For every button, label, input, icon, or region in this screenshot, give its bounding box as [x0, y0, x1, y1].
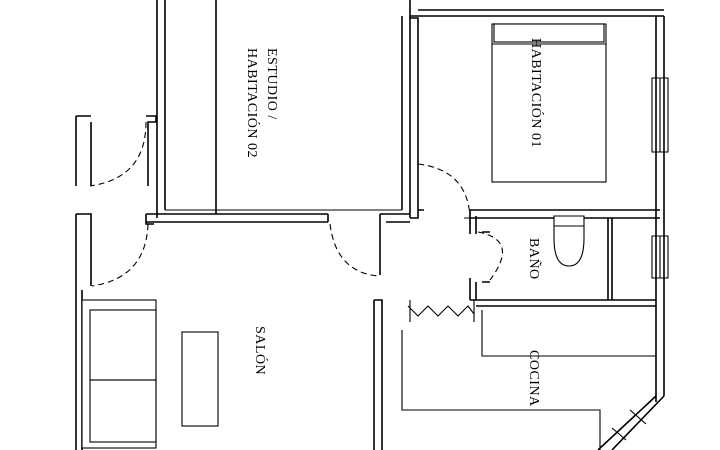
radiator-bracket	[409, 300, 475, 322]
room-labels: ESTUDIO / HABITACIÓN 02 HABITACIÓN 01 BA…	[244, 38, 545, 407]
kitchen-window-diag-inner	[611, 409, 647, 441]
bano-shower-divider	[607, 218, 613, 300]
furniture	[81, 23, 607, 449]
sofa	[81, 299, 157, 449]
kitchen-counter-bottom	[401, 330, 601, 450]
hab01-bottom-wall	[418, 209, 660, 219]
label-estudio-line1: ESTUDIO /	[264, 48, 279, 120]
left-wall-mid	[75, 214, 92, 286]
door-swing-hab01	[417, 163, 471, 219]
sofa-cushion-bottom	[89, 379, 157, 443]
bano-bottom-wall	[470, 299, 656, 307]
right-outer-wall	[655, 16, 665, 402]
left-wall-upper	[75, 115, 92, 186]
door-swing-estudio	[329, 223, 379, 277]
hab01-top-wall	[409, 0, 664, 17]
label-salon: SALÓN	[252, 326, 269, 375]
window-right-1	[651, 77, 669, 153]
walls	[75, 0, 669, 450]
corridor-wall-right	[379, 213, 410, 275]
kitchen-window-diag	[597, 395, 665, 450]
entry-jamb-bottom	[145, 214, 154, 225]
door-swing-bano	[477, 231, 503, 281]
bed-pillow	[493, 23, 605, 43]
small-post	[76, 213, 92, 224]
bano-left-wall	[469, 210, 477, 300]
kitchen-counter-wall	[373, 299, 383, 450]
bano-inner	[482, 231, 490, 283]
doors	[89, 121, 503, 287]
toilet-icon	[553, 215, 585, 267]
radiator-icon	[407, 305, 475, 317]
hab01-left-wall	[410, 17, 419, 219]
label-cocina: COCINA	[526, 350, 541, 407]
bed	[491, 23, 607, 183]
door-swing-entry-top	[89, 121, 147, 187]
kitchen-counter-top	[481, 310, 656, 357]
estudio-right-wall	[401, 16, 411, 218]
door-hab01-leaf	[464, 217, 471, 226]
label-habitacion01: HABITACIÓN 01	[528, 38, 545, 148]
label-estudio-line2: HABITACIÓN 02	[244, 48, 261, 158]
coffee-table	[181, 331, 219, 427]
estudio-left-wall	[156, 0, 166, 218]
door-swing-entry-bottom	[91, 223, 149, 287]
left-wall-lower	[75, 286, 83, 450]
corridor-wall-left	[146, 213, 329, 223]
entry-jamb-top	[146, 115, 157, 186]
label-bano: BAÑO	[526, 238, 542, 280]
window-right-2	[651, 235, 669, 279]
